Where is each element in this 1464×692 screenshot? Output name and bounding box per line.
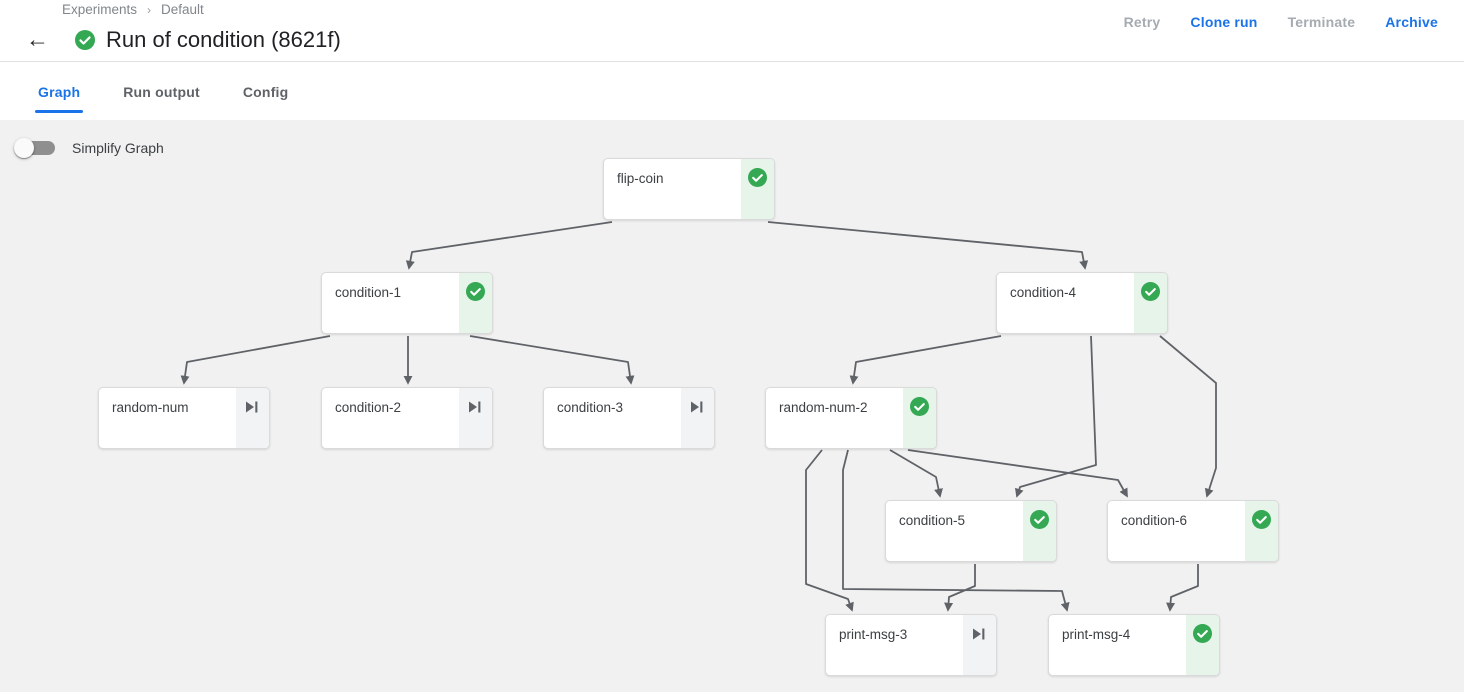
node-status-strip — [741, 159, 774, 219]
title-row: ← Run of condition (8621f) — [26, 27, 341, 53]
node-status-strip — [681, 388, 714, 448]
node-condition-1[interactable]: condition-1 — [321, 272, 493, 334]
success-icon — [1252, 510, 1271, 561]
node-status-strip — [1023, 501, 1056, 561]
node-label: print-msg-3 — [839, 627, 908, 642]
node-status-strip — [1186, 615, 1219, 675]
node-random-num[interactable]: random-num — [98, 387, 270, 449]
terminate-button[interactable]: Terminate — [1286, 10, 1358, 34]
retry-button[interactable]: Retry — [1122, 10, 1163, 34]
node-label: condition-1 — [335, 285, 402, 300]
edge-random-num-2-to-print-msg-3 — [805, 449, 854, 612]
skipped-icon — [246, 401, 259, 448]
skipped-icon — [469, 401, 482, 448]
page-title: Run of condition (8621f) — [106, 27, 341, 52]
edge-condition-5-to-print-msg-3 — [944, 564, 976, 612]
edge-condition-4-to-condition-6 — [1159, 335, 1217, 498]
success-icon — [910, 397, 929, 448]
edge-random-num-2-to-print-msg-4 — [842, 449, 1070, 612]
toggle-knob — [14, 138, 34, 158]
edge-random-num-2-to-condition-5 — [889, 449, 943, 498]
skipped-icon — [691, 401, 704, 448]
tab-run-output[interactable]: Run output — [123, 83, 200, 100]
node-label: random-num-2 — [779, 400, 868, 415]
clone-run-button[interactable]: Clone run — [1188, 10, 1259, 34]
node-label: condition-4 — [1010, 285, 1077, 300]
run-status-success-icon — [75, 30, 95, 50]
node-status-strip — [1134, 273, 1167, 333]
success-icon — [466, 282, 485, 333]
edge-condition-4-to-condition-5 — [1015, 335, 1097, 498]
success-icon — [1141, 282, 1160, 333]
graph-canvas[interactable]: Simplify Graph flip-coin condition-1 condi… — [0, 120, 1464, 692]
graph-toolbar: Simplify Graph — [14, 128, 164, 168]
edge-condition-6-to-print-msg-4 — [1166, 564, 1199, 612]
simplify-graph-label: Simplify Graph — [72, 140, 164, 156]
breadcrumb: Experiments › Default — [62, 2, 204, 17]
edge-condition-4-to-random-num-2 — [849, 335, 1002, 385]
skipped-icon — [973, 628, 986, 675]
simplify-graph-toggle[interactable] — [14, 136, 60, 160]
tab-bar: Graph Run output Config — [0, 63, 1464, 120]
success-icon — [1030, 510, 1049, 561]
node-label: condition-3 — [557, 400, 624, 415]
archive-button[interactable]: Archive — [1383, 10, 1440, 34]
node-random-num-2[interactable]: random-num-2 — [765, 387, 937, 449]
node-status-strip — [459, 388, 492, 448]
node-print-msg-4[interactable]: print-msg-4 — [1048, 614, 1220, 676]
node-status-strip — [1245, 501, 1278, 561]
node-print-msg-3[interactable]: print-msg-3 — [825, 614, 997, 676]
tab-config[interactable]: Config — [242, 83, 289, 100]
edge-flip-coin-to-condition-1 — [405, 221, 613, 270]
success-icon — [748, 168, 767, 219]
node-condition-4[interactable]: condition-4 — [996, 272, 1168, 334]
node-condition-6[interactable]: condition-6 — [1107, 500, 1279, 562]
edge-flip-coin-to-condition-4 — [767, 221, 1089, 270]
node-label: condition-6 — [1121, 513, 1188, 528]
node-label: condition-5 — [899, 513, 966, 528]
node-condition-2[interactable]: condition-2 — [321, 387, 493, 449]
run-header: Experiments › Default ← Run of condition (… — [0, 0, 1464, 62]
tab-graph[interactable]: Graph — [34, 63, 84, 120]
success-icon — [1193, 624, 1212, 675]
edge-random-num-2-to-condition-6 — [907, 449, 1128, 498]
graph-edges — [180, 221, 1217, 612]
node-status-strip — [903, 388, 936, 448]
header-actions: Retry Clone run Terminate Archive — [1122, 10, 1440, 34]
edge-condition-1-to-random-num — [180, 335, 331, 385]
node-label: random-num — [112, 400, 189, 415]
node-flip-coin[interactable]: flip-coin — [603, 158, 775, 220]
node-status-strip — [459, 273, 492, 333]
edge-condition-1-to-condition-3 — [469, 335, 635, 385]
node-condition-3[interactable]: condition-3 — [543, 387, 715, 449]
node-status-strip — [236, 388, 269, 448]
breadcrumb-item-experiments[interactable]: Experiments — [62, 2, 138, 17]
node-status-strip — [963, 615, 996, 675]
back-button[interactable]: ← — [26, 27, 57, 53]
breadcrumb-separator: › — [147, 2, 152, 17]
node-condition-5[interactable]: condition-5 — [885, 500, 1057, 562]
node-label: print-msg-4 — [1062, 627, 1131, 642]
node-label: flip-coin — [617, 171, 664, 186]
node-label: condition-2 — [335, 400, 402, 415]
breadcrumb-item-default[interactable]: Default — [161, 2, 204, 17]
